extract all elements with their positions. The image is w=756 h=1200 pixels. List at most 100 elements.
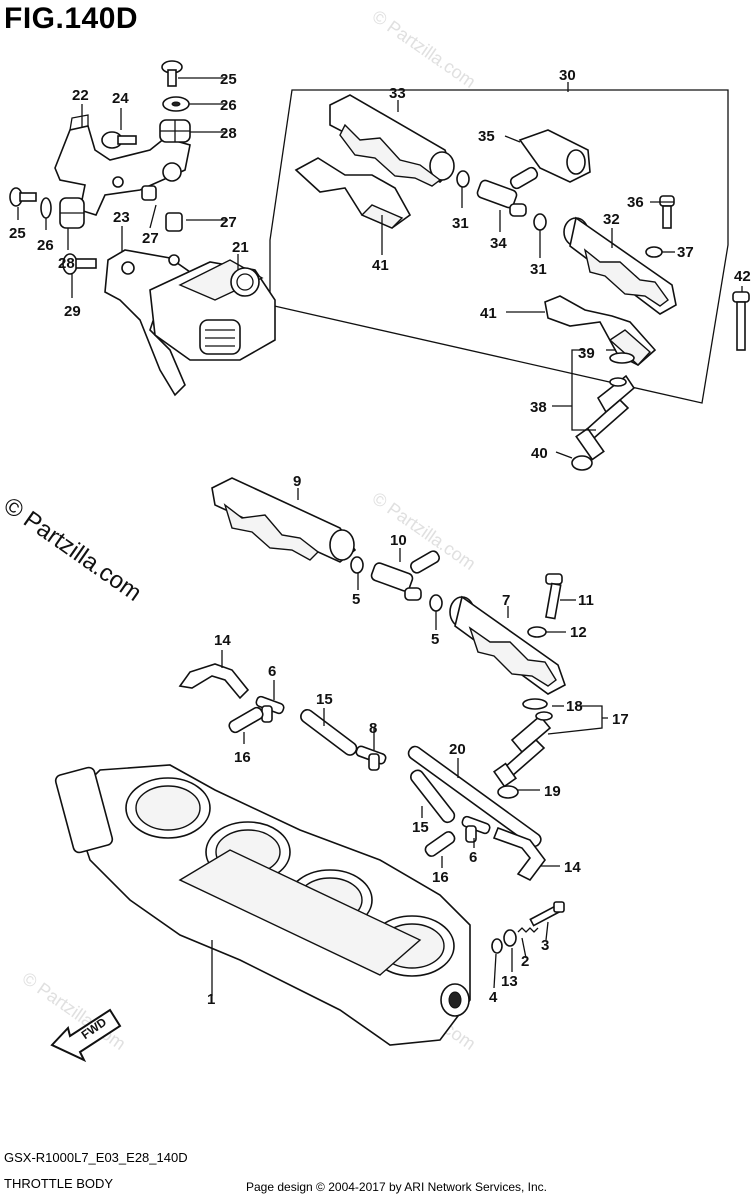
hose-15-upper-drawing xyxy=(300,708,358,756)
callout-28-left: 28 xyxy=(58,255,75,272)
callout-16-upper: 16 xyxy=(234,749,251,766)
callout-1: 1 xyxy=(207,991,215,1008)
hose-14-lower-drawing xyxy=(492,826,546,882)
oring-39-drawing xyxy=(609,377,627,387)
callout-27-left: 27 xyxy=(142,230,159,247)
callout-4: 4 xyxy=(489,989,498,1006)
hose-15-lower-drawing xyxy=(410,769,456,824)
callout-41-upper: 41 xyxy=(372,257,389,274)
callout-41-lower: 41 xyxy=(480,305,497,322)
callout-27-right: 27 xyxy=(220,214,237,231)
hose-14-upper-drawing xyxy=(178,663,250,700)
fuel-rail-9-drawing xyxy=(211,477,357,563)
screw-24-drawing xyxy=(101,131,137,149)
callout-31-lower: 31 xyxy=(530,261,547,278)
callout-30: 30 xyxy=(559,67,576,84)
bracket-22-drawing xyxy=(54,114,191,216)
callout-3: 3 xyxy=(541,937,549,954)
callout-15-upper: 15 xyxy=(316,691,333,708)
callout-16-lower: 16 xyxy=(432,869,449,886)
callout-13: 13 xyxy=(501,973,518,990)
sensor-21-drawing xyxy=(149,259,276,361)
oring-31-upper-drawing xyxy=(456,170,470,188)
screw-36-drawing xyxy=(659,195,675,229)
oring-31-lower-drawing xyxy=(533,213,547,231)
screw-3-drawing xyxy=(529,901,565,927)
washer-26-left-drawing xyxy=(40,197,52,219)
callout-25-top: 25 xyxy=(220,71,237,88)
callout-10: 10 xyxy=(390,532,407,549)
screw-25-left-drawing xyxy=(9,187,37,207)
throttle-body-1-drawing xyxy=(54,764,471,1046)
callout-39: 39 xyxy=(578,345,595,362)
grommet-28-top-drawing xyxy=(159,119,191,143)
callout-9: 9 xyxy=(293,473,301,490)
section-name: THROTTLE BODY xyxy=(4,1176,114,1191)
cushion-40-drawing xyxy=(571,455,593,471)
kit-boundary-30 xyxy=(269,89,729,404)
callout-31-upper: 31 xyxy=(452,215,469,232)
callout-32: 32 xyxy=(603,211,620,228)
callout-25-left: 25 xyxy=(9,225,26,242)
screw-29-drawing xyxy=(62,253,97,275)
washer-13-drawing xyxy=(503,929,517,947)
callout-12: 12 xyxy=(570,624,587,641)
injector-17-drawing xyxy=(492,698,552,788)
oring-5-upper-drawing xyxy=(350,556,364,574)
model-code: GSX-R1000L7_E03_E28_140D xyxy=(4,1150,188,1165)
injector-38-drawing xyxy=(575,352,636,461)
callout-36: 36 xyxy=(627,194,644,211)
callout-2: 2 xyxy=(521,953,529,970)
figure-title: FIG.140D xyxy=(4,2,139,35)
callout-24: 24 xyxy=(112,90,129,107)
callout-15-lower: 15 xyxy=(412,819,429,836)
callout-17: 17 xyxy=(612,711,629,728)
joint-34-drawing xyxy=(476,166,539,217)
callout-28-top: 28 xyxy=(220,125,237,142)
callout-29: 29 xyxy=(64,303,81,320)
fuel-rail-33-drawing xyxy=(329,94,455,187)
callout-19: 19 xyxy=(544,783,561,800)
joint-6-upper-drawing xyxy=(255,695,285,723)
callout-8: 8 xyxy=(369,720,377,737)
fuel-rail-32-drawing xyxy=(563,216,677,315)
callout-40: 40 xyxy=(531,445,548,462)
fuel-rail-7-drawing xyxy=(449,595,566,695)
callout-26-left: 26 xyxy=(37,237,54,254)
washer-37-drawing xyxy=(645,246,663,258)
joint-8-drawing xyxy=(355,745,387,771)
hose-20-drawing xyxy=(407,745,542,848)
screw-25-top-drawing xyxy=(161,60,183,87)
callout-18: 18 xyxy=(566,698,583,715)
callout-6-lower: 6 xyxy=(469,849,477,866)
callout-11: 11 xyxy=(578,592,594,609)
callout-14-lower: 14 xyxy=(564,859,581,876)
callout-38: 38 xyxy=(530,399,547,416)
callout-20: 20 xyxy=(449,741,466,758)
callout-42: 42 xyxy=(734,268,751,285)
callout-22: 22 xyxy=(72,87,89,104)
callout-5-upper: 5 xyxy=(352,591,360,608)
callout-26-top: 26 xyxy=(220,97,237,114)
washer-12-drawing xyxy=(527,626,547,638)
hose-16-upper-drawing xyxy=(228,706,264,734)
fwd-arrow: FWD xyxy=(50,1008,122,1063)
washer-26-hole xyxy=(171,101,181,107)
callout-23: 23 xyxy=(113,209,130,226)
callout-7: 7 xyxy=(502,592,510,609)
spring-2-drawing xyxy=(517,927,539,933)
callout-6-upper: 6 xyxy=(268,663,276,680)
joint-6-lower-drawing xyxy=(461,815,491,843)
cushion-19-drawing xyxy=(497,785,519,799)
collar-27-upper-drawing xyxy=(141,185,157,201)
joint-10-drawing xyxy=(370,550,440,601)
screw-11-drawing xyxy=(545,573,563,620)
callout-34: 34 xyxy=(490,235,507,252)
callout-5-lower: 5 xyxy=(431,631,439,648)
callout-14-upper: 14 xyxy=(214,632,231,649)
oring-18-drawing xyxy=(535,711,553,721)
hose-16-lower-drawing xyxy=(424,831,456,857)
bolt-42-drawing xyxy=(732,291,750,351)
callout-33: 33 xyxy=(389,85,406,102)
